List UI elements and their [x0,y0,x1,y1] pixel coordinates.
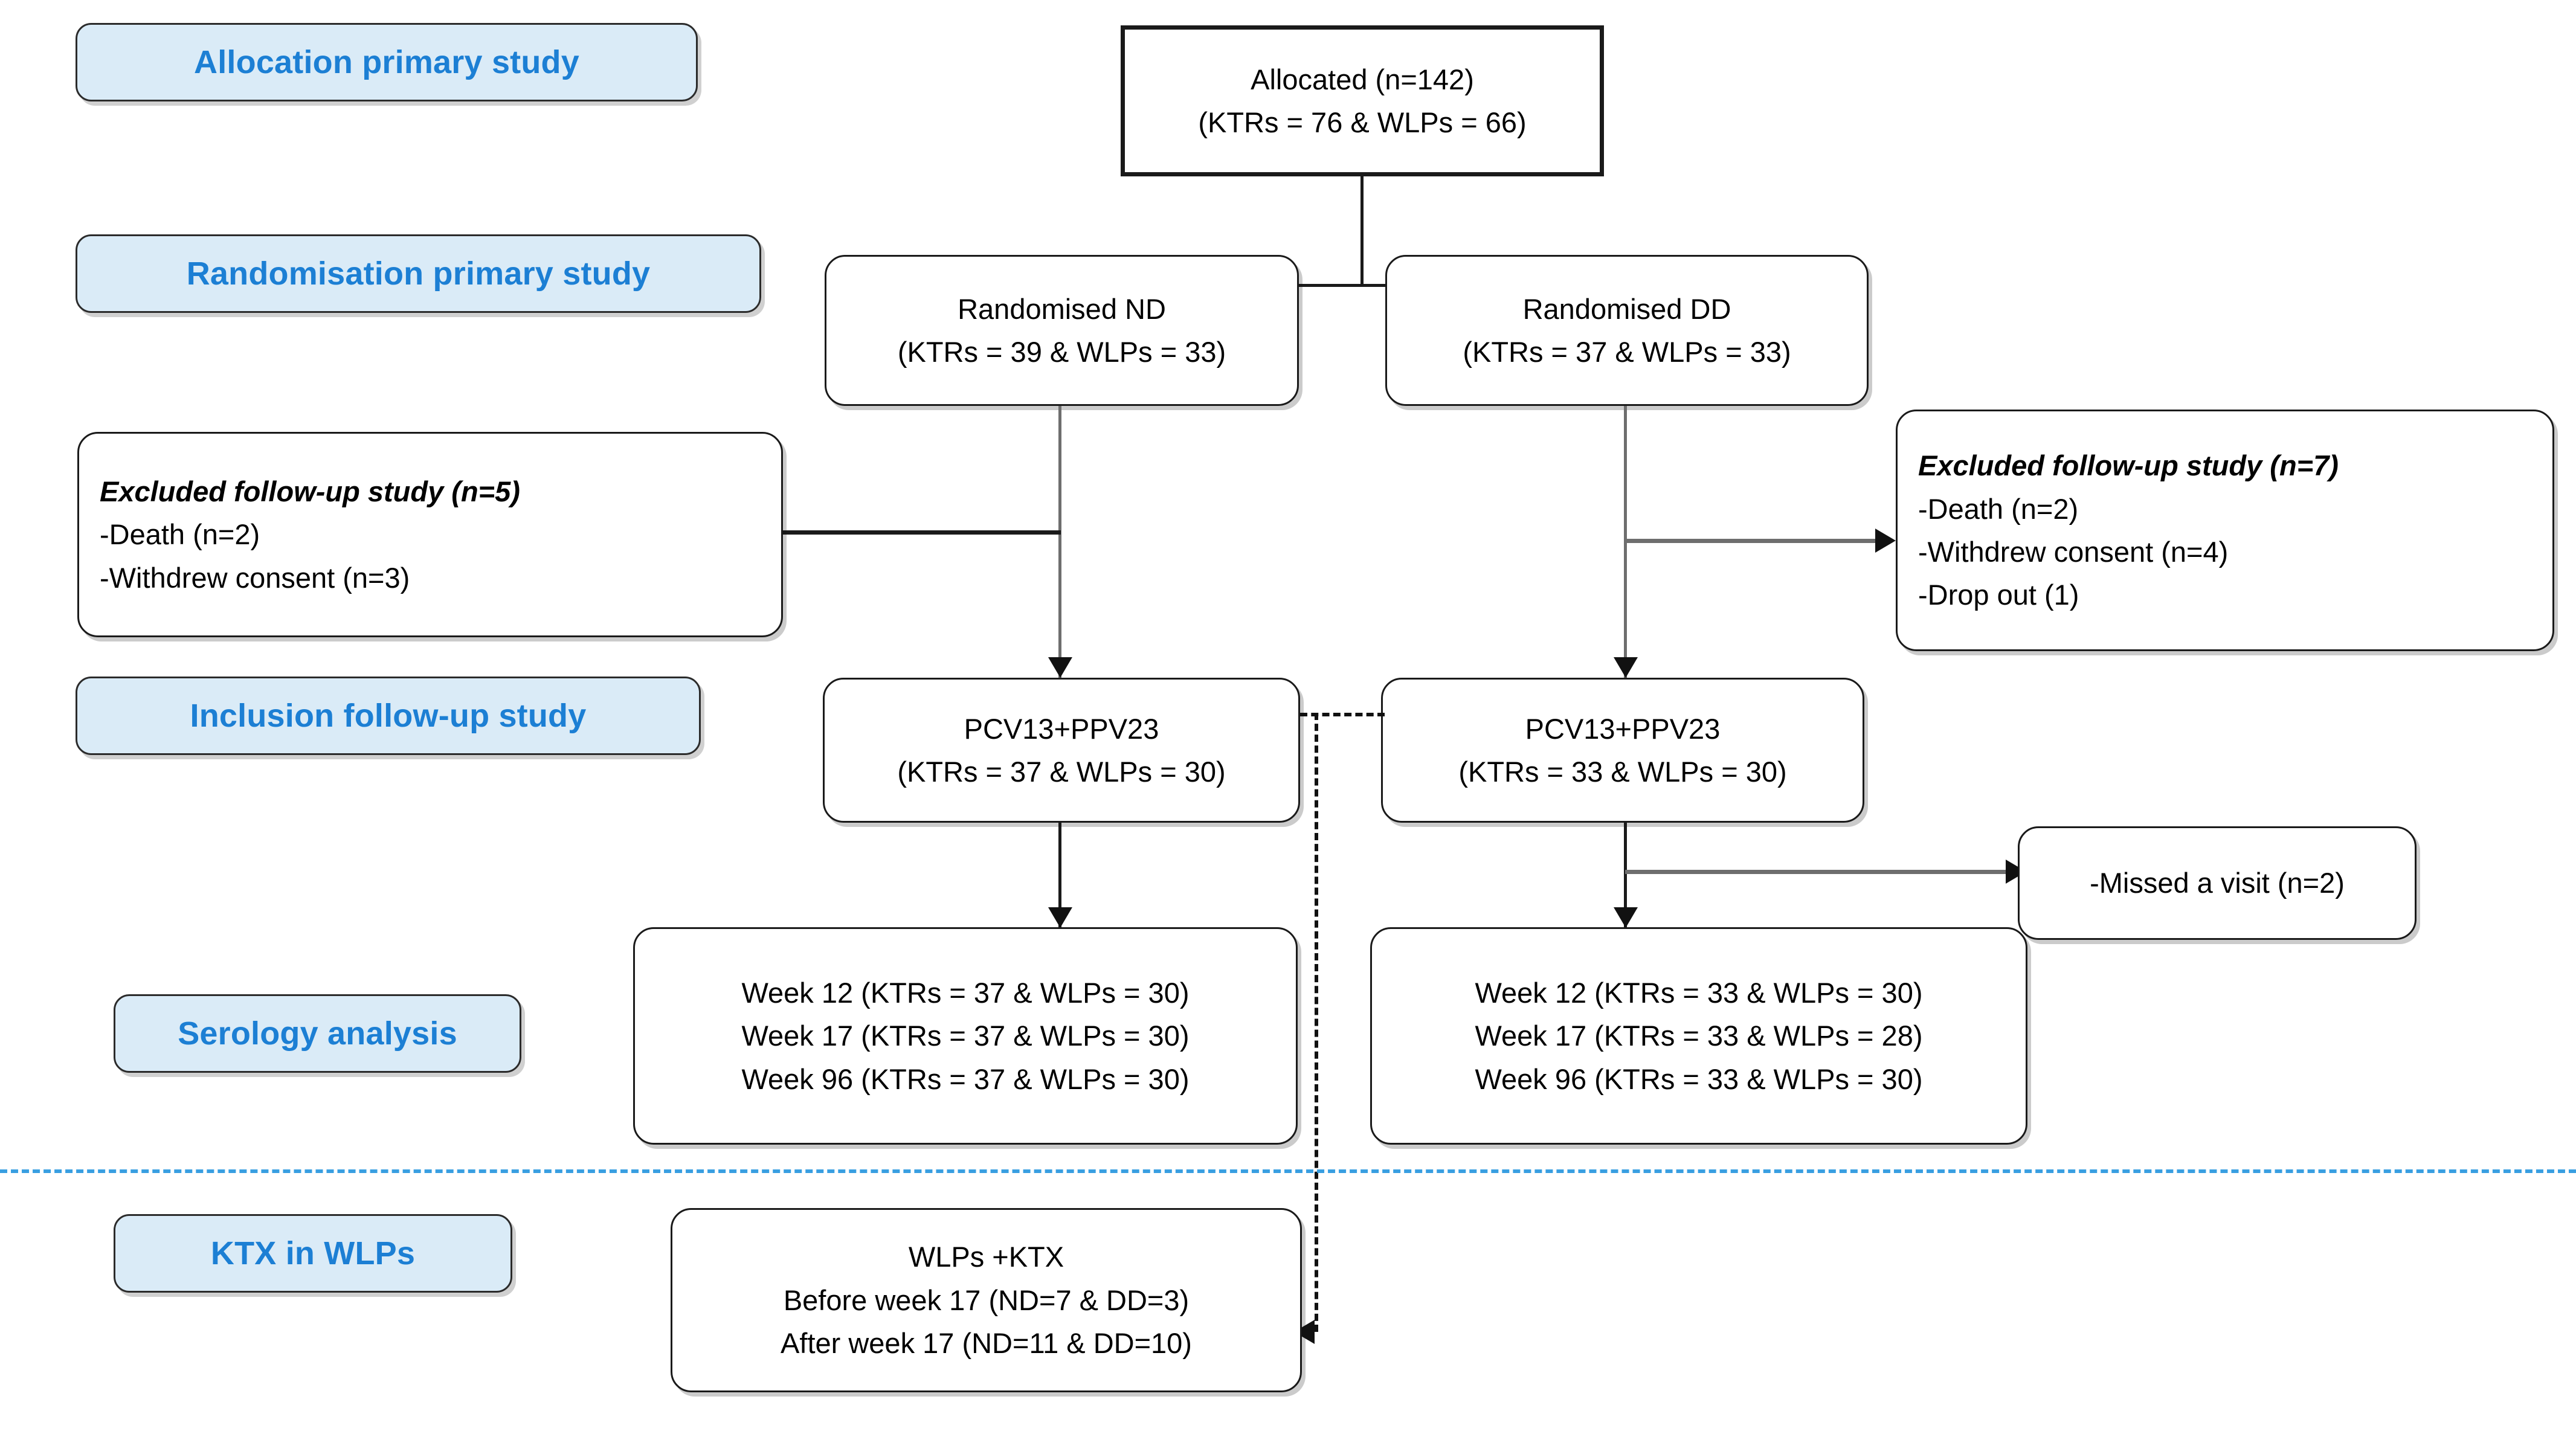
node-wlps-ktx-line1: WLPs +KTX [908,1241,1064,1273]
node-serology-nd-line1: Week 12 (KTRs = 37 & WLPs = 30) [741,976,1190,1009]
node-excluded-left-line2: -Death (n=2) [100,518,260,551]
node-randomised-dd: Randomised DD (KTRs = 37 & WLPs = 33) [1385,255,1869,406]
node-vaccine-dd-line2: (KTRs = 33 & WLPs = 30) [1458,756,1787,788]
stage-label-allocation-text: Allocation primary study [194,44,579,80]
arrow-to-serology-dd [1614,907,1638,928]
dashed-connector-vertical [1315,713,1318,1332]
node-serology-dd: Week 12 (KTRs = 33 & WLPs = 30) Week 17 … [1370,927,2027,1145]
node-randomised-dd-line2: (KTRs = 37 & WLPs = 33) [1463,336,1791,368]
node-vaccine-dd: PCV13+PPV23 (KTRs = 33 & WLPs = 30) [1381,678,1864,823]
connector-nd-stem [1058,406,1061,678]
stage-label-randomisation-text: Randomisation primary study [186,256,651,292]
stage-label-ktx: KTX in WLPs [114,1214,512,1293]
node-wlps-ktx-line3: After week 17 (ND=11 & DD=10) [781,1327,1192,1360]
arrow-to-serology-nd [1048,907,1072,928]
node-serology-dd-line2: Week 17 (KTRs = 33 & WLPs = 28) [1475,1020,1923,1052]
node-excluded-left: Excluded follow-up study (n=5) -Death (n… [77,432,783,637]
stage-label-ktx-text: KTX in WLPs [210,1235,416,1271]
section-divider [0,1169,2576,1173]
stage-label-inclusion: Inclusion follow-up study [76,677,701,755]
connector-vaccine-nd-stem [1058,823,1061,928]
node-serology-dd-line1: Week 12 (KTRs = 33 & WLPs = 30) [1475,976,1923,1009]
stage-label-serology: Serology analysis [114,994,521,1073]
node-excluded-left-line1: Excluded follow-up study (n=5) [100,475,520,507]
node-vaccine-nd-line2: (KTRs = 37 & WLPs = 30) [897,756,1226,788]
node-serology-nd-line2: Week 17 (KTRs = 37 & WLPs = 30) [741,1020,1190,1052]
connector-vaccine-dd-stem [1624,823,1627,928]
arrow-to-vaccine-dd [1614,657,1638,678]
connector-dd-to-excluded-right [1625,539,1879,543]
arrow-to-excluded-right [1875,529,1896,553]
dashed-connector-top [1300,713,1385,716]
node-wlps-ktx-line2: Before week 17 (ND=7 & DD=3) [783,1284,1190,1316]
node-missed-visit-line1: -Missed a visit (n=2) [2090,867,2345,899]
node-vaccine-nd: PCV13+PPV23 (KTRs = 37 & WLPs = 30) [823,678,1300,823]
stage-label-serology-text: Serology analysis [178,1015,457,1052]
arrow-to-vaccine-nd [1048,657,1072,678]
stage-label-allocation: Allocation primary study [76,23,698,101]
connector-allocated-stem [1360,176,1364,285]
node-randomised-nd-line2: (KTRs = 39 & WLPs = 33) [897,336,1226,368]
node-excluded-left-line3: -Withdrew consent (n=3) [100,561,410,594]
node-excluded-right-line4: -Drop out (1) [1918,579,2079,611]
node-randomised-nd-line1: Randomised ND [958,292,1166,325]
connector-nd-to-excluded-left [783,530,1061,535]
connector-split-bar [1068,284,1654,287]
node-serology-dd-line3: Week 96 (KTRs = 33 & WLPs = 30) [1475,1062,1923,1095]
node-randomised-dd-line1: Randomised DD [1522,292,1731,325]
node-serology-nd-line3: Week 96 (KTRs = 37 & WLPs = 30) [741,1062,1190,1095]
stage-label-inclusion-text: Inclusion follow-up study [190,698,587,734]
connector-dd-to-missed-visit [1625,870,2009,874]
node-allocated: Allocated (n=142) (KTRs = 76 & WLPs = 66… [1121,25,1604,176]
node-serology-nd: Week 12 (KTRs = 37 & WLPs = 30) Week 17 … [633,927,1298,1145]
node-excluded-right-line3: -Withdrew consent (n=4) [1918,536,2229,568]
node-vaccine-nd-line1: PCV13+PPV23 [964,712,1159,745]
node-excluded-right: Excluded follow-up study (n=7) -Death (n… [1896,410,2554,651]
node-excluded-right-line2: -Death (n=2) [1918,492,2079,525]
node-allocated-line2: (KTRs = 76 & WLPs = 66) [1198,106,1527,138]
node-wlps-ktx: WLPs +KTX Before week 17 (ND=7 & DD=3) A… [671,1208,1302,1392]
node-excluded-right-line1: Excluded follow-up study (n=7) [1918,449,2339,482]
node-allocated-line1: Allocated (n=142) [1251,63,1474,95]
stage-label-randomisation: Randomisation primary study [76,234,761,313]
node-vaccine-dd-line1: PCV13+PPV23 [1525,712,1721,745]
node-randomised-nd: Randomised ND (KTRs = 39 & WLPs = 33) [825,255,1299,406]
node-missed-visit: -Missed a visit (n=2) [2018,826,2417,940]
